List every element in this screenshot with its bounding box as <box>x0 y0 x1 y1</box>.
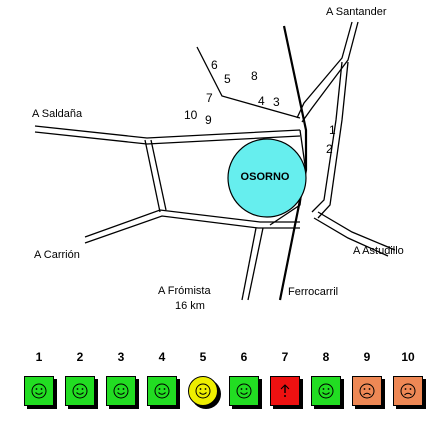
legend-item: 3 <box>102 350 136 406</box>
point-label: 7 <box>206 91 213 105</box>
legend-status-box <box>147 376 177 406</box>
legend-item: 7 <box>266 350 300 406</box>
legend-status-box <box>229 376 259 406</box>
road-north-local <box>196 46 301 119</box>
label-santander: A Santander <box>326 6 387 18</box>
road-fromista <box>247 227 264 301</box>
road-astudillo <box>317 211 396 251</box>
smile-icon <box>154 383 170 399</box>
point-label: 4 <box>258 94 265 108</box>
legend-status-box <box>270 376 300 406</box>
point-label: 6 <box>211 58 218 72</box>
label-astudillo: A Astudillo <box>353 245 404 257</box>
label-fromista-distance: 16 km <box>175 300 205 312</box>
legend-number: 1 <box>35 350 43 364</box>
frown-icon <box>359 383 375 399</box>
legend-number: 2 <box>76 350 84 364</box>
smile-icon <box>236 383 252 399</box>
legend-item: 6 <box>225 350 259 406</box>
town-label: OSORNO <box>240 171 290 183</box>
point-label: 9 <box>205 113 212 127</box>
legend-status-box <box>311 376 341 406</box>
legend-item: 9 <box>348 350 382 406</box>
smile-icon <box>31 383 47 399</box>
legend-number: 3 <box>117 350 125 364</box>
legend-item: 1 <box>20 350 54 406</box>
legend-number: 5 <box>199 350 207 364</box>
legend-status-box <box>352 376 382 406</box>
town-circle <box>227 138 307 218</box>
legend-item: 10 <box>389 350 423 406</box>
road-carrion <box>84 209 300 238</box>
label-saldana: A Saldaña <box>32 108 83 120</box>
legend-status-box <box>24 376 54 406</box>
point-label: 1 <box>329 123 336 137</box>
smile-icon <box>195 383 211 399</box>
point-label: 8 <box>251 69 258 83</box>
smile-icon <box>113 383 129 399</box>
legend-number: 6 <box>240 350 248 364</box>
road-east <box>317 61 349 219</box>
legend-status-box <box>188 376 218 406</box>
frown-icon <box>400 383 416 399</box>
railway-line <box>278 25 308 301</box>
label-carrion: A Carrión <box>34 249 80 261</box>
legend-status-box <box>106 376 136 406</box>
legend-number: 8 <box>322 350 330 364</box>
legend-number: 9 <box>363 350 371 364</box>
legend-item: 4 <box>143 350 177 406</box>
road-map <box>34 21 396 301</box>
label-railway: Ferrocarril <box>288 286 339 298</box>
label-fromista: A Frómista <box>158 285 211 297</box>
point-label: 10 <box>184 108 198 122</box>
legend-item: 2 <box>61 350 95 406</box>
road-west-link <box>144 139 161 213</box>
legend-number: 10 <box>401 350 415 364</box>
alert-icon <box>280 384 290 397</box>
legend-item: 8 <box>307 350 341 406</box>
smile-icon <box>318 383 334 399</box>
point-label: 5 <box>224 72 231 86</box>
legend-number: 7 <box>281 350 289 364</box>
point-label: 3 <box>273 95 280 109</box>
legend-status-box <box>65 376 95 406</box>
legend-item: 5 <box>184 350 218 406</box>
road-saldana <box>34 125 301 139</box>
road-santander <box>301 21 359 123</box>
legend-row: 1 2 3 4 5 6 7 8 9 10 <box>20 350 425 412</box>
legend-number: 4 <box>158 350 166 364</box>
smile-icon <box>72 383 88 399</box>
point-label: 2 <box>326 142 333 156</box>
legend-status-box <box>393 376 423 406</box>
